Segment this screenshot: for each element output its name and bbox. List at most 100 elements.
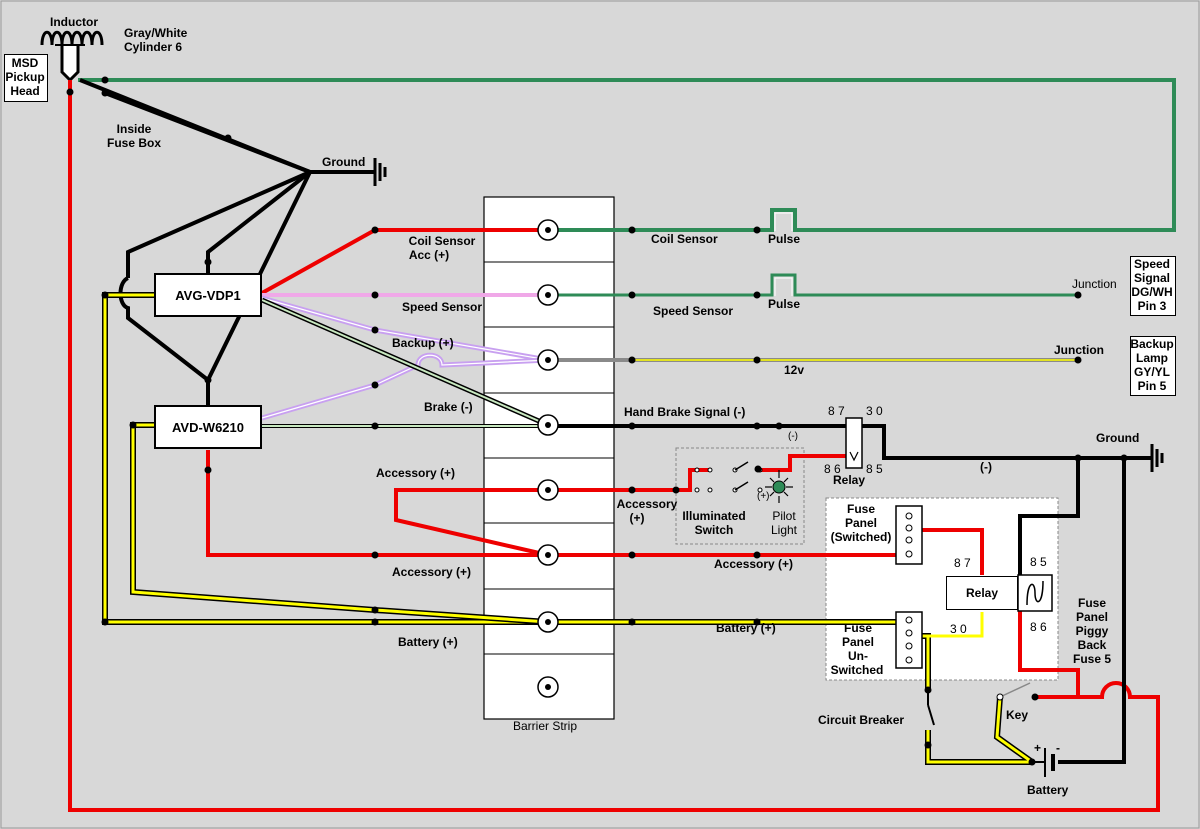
inductor-symbol: [40, 30, 104, 83]
barrier-strip: [483, 196, 615, 720]
coil-sensor-right-label: Coil Sensor: [651, 232, 718, 246]
accessory-mid-label-2: (+): [629, 511, 645, 525]
relay1-87-label: 8 7: [828, 404, 845, 418]
circuit-breaker-symbol: [927, 690, 935, 726]
switch-box: [675, 447, 805, 545]
backup-lamp-line-2: Lamp: [1135, 351, 1168, 365]
junction-dots: [66, 76, 1128, 766]
msd-label: MSD: [11, 56, 39, 70]
ground-top-label: Ground: [322, 155, 366, 169]
backup-lamp-line-1: Backup: [1130, 337, 1174, 351]
red-main-wire: [68, 80, 1160, 812]
speed-sensor-right-label: Speed Sensor: [653, 304, 734, 318]
hand-brake-label: Hand Brake Signal (-): [624, 405, 746, 419]
relay2-30-label: 3 0: [950, 622, 967, 636]
minus-right-label: (-): [980, 460, 992, 474]
relay1-label: Relay: [833, 473, 866, 487]
backup-plus-label: Backup (+): [392, 336, 454, 350]
battery-symbol: + -: [1032, 741, 1060, 777]
avd-w6210-box: AVD-W6210: [154, 405, 262, 449]
twelve-v-label: 12v: [784, 363, 805, 377]
acc-plus-label: Acc (+): [408, 248, 450, 262]
terminal-screw-centers: [545, 227, 551, 690]
backup-lamp-line-4: Pin 5: [1137, 379, 1167, 393]
brake-minus-label: Brake (-): [424, 400, 473, 414]
fuse-panel-unswitched-symbol: [895, 611, 923, 669]
svg-text:-: -: [1056, 741, 1060, 755]
fuse-un-label-4: Switched: [830, 663, 884, 677]
fuse-un-label-1: Fuse: [843, 621, 872, 635]
illuminated-label-2: Switch: [694, 523, 734, 537]
piggy-label-4: Back: [1077, 638, 1107, 652]
piggy-label-3: Piggy: [1075, 624, 1109, 638]
relay1-85-label: 8 5: [866, 462, 883, 476]
coil-sensor-left-label: Coil Sensor: [408, 234, 476, 248]
accessory-plus-2-label: Accessory (+): [392, 565, 472, 579]
battery-plus-left-label: Battery (+): [398, 635, 458, 649]
minus-small-label: (-): [788, 431, 798, 442]
speed-signal-line-2: Signal: [1133, 271, 1170, 285]
piggy-label-1: Fuse: [1077, 596, 1106, 610]
pickup-label: Pickup: [5, 70, 45, 84]
relay2-87-label: 8 7: [954, 556, 971, 570]
fuse-sw-label-3: (Switched): [830, 530, 892, 544]
relay1-86-label: 8 6: [824, 462, 841, 476]
relay2-85-label: 8 5: [1030, 555, 1047, 569]
relay1-30-label: 3 0: [866, 404, 883, 418]
piggy-label-2: Panel: [1075, 610, 1108, 624]
ground-symbol-right: [1150, 444, 1164, 472]
circuit-breaker-label: Circuit Breaker: [818, 713, 905, 727]
brake-wires: [260, 297, 550, 428]
ground-symbol-top: [373, 158, 387, 186]
key-switch-symbol: [996, 682, 1031, 701]
inductor-label: Inductor: [50, 15, 98, 29]
pilot-label-1: Pilot: [772, 509, 796, 523]
speed-signal-line-3: DG/WH: [1131, 285, 1173, 299]
svg-text:+: +: [1034, 741, 1041, 755]
accessory-right-label: Accessory (+): [714, 557, 794, 571]
junction-2-label: Junction: [1054, 343, 1104, 357]
accessory-mid-label-1: Accessory: [616, 497, 678, 511]
speed-sensor-left-label: Speed Sensor: [402, 300, 483, 314]
inside-label: Inside: [116, 122, 152, 136]
relay-upper-symbol: [845, 417, 863, 469]
fuse-un-label-2: Panel: [841, 635, 874, 649]
junction-1-label: Junction: [1072, 277, 1117, 291]
head-label: Head: [10, 84, 40, 98]
illuminated-switch-symbol: [694, 461, 793, 503]
green-pickup-wire: [78, 78, 1176, 232]
plus-small-label: (+): [757, 491, 770, 502]
ground-right-label: Ground: [1096, 431, 1140, 445]
red-wires: [206, 228, 1080, 699]
gray-white-label: Gray/White: [124, 26, 188, 40]
pulse-2-label: Pulse: [768, 297, 801, 311]
speed-signal-tag: [1130, 256, 1176, 316]
speed-sensor-wire: [548, 273, 1078, 297]
key-label: Key: [1006, 708, 1029, 722]
battery-right-label: Battery (+): [716, 621, 776, 635]
fuse-sw-label-2: Panel: [844, 516, 877, 530]
piggy-label-5: Fuse 5: [1072, 652, 1111, 666]
msd-tag: [4, 54, 48, 102]
pulse-highlight: [774, 277, 793, 296]
battery-label: Battery: [1027, 783, 1069, 797]
backup-lamp-tag: [1130, 336, 1176, 396]
speed-signal-line-1: Speed: [1133, 257, 1170, 271]
fuse-sw-label-1: Fuse: [846, 502, 875, 516]
illuminated-label-1: Illuminated: [682, 509, 746, 523]
black-right-wires: [548, 424, 1152, 764]
barrier-strip-label: Barrier Strip: [513, 719, 578, 733]
pulse-highlight-2: [774, 212, 793, 231]
pulse-1-label: Pulse: [768, 232, 801, 246]
fuse-un-label-3: Un-: [848, 649, 868, 663]
cylinder-label: Cylinder 6: [124, 40, 183, 54]
avg-vdp1-box: AVG-VDP1: [154, 273, 262, 317]
accessory-plus-1-label: Accessory (+): [376, 466, 456, 480]
relay2-86-label: 8 6: [1030, 620, 1047, 634]
pilot-label-2: Light: [770, 523, 798, 537]
speed-signal-line-4: Pin 3: [1137, 299, 1167, 313]
fuse-panel-switched-symbol: [895, 505, 923, 565]
backup-lamp-line-3: GY/YL: [1133, 365, 1170, 379]
